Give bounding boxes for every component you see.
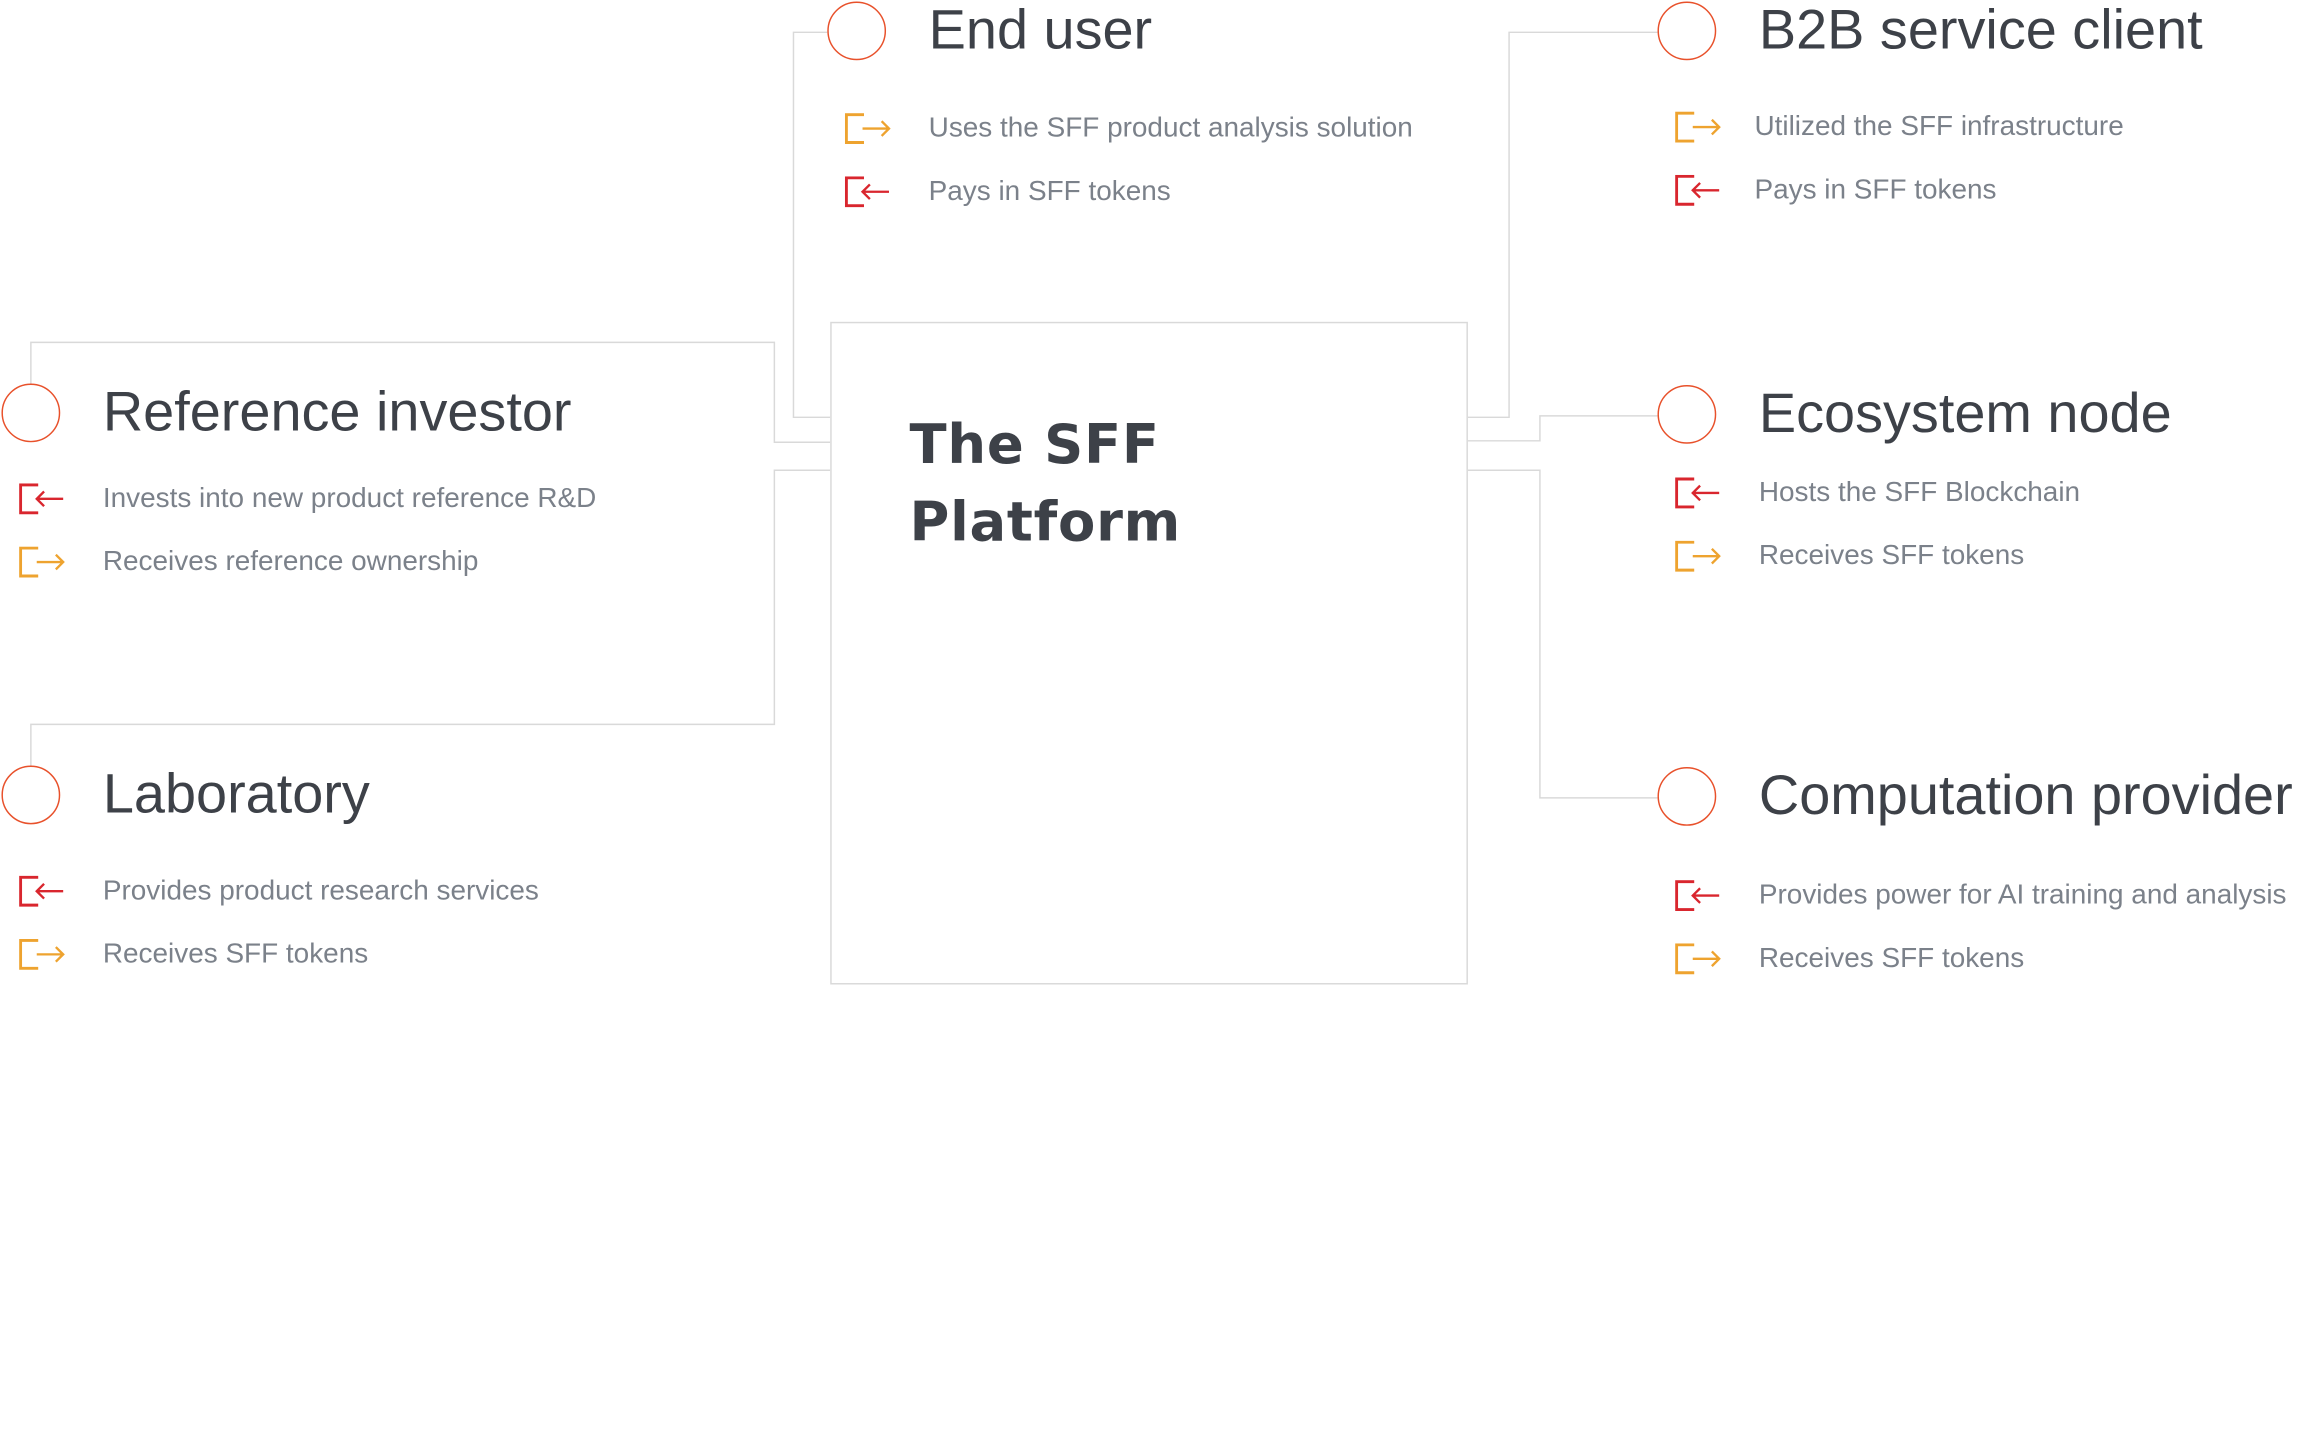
flow-text: Pays in SFF tokens <box>928 176 1171 208</box>
platform-title-line-1: The SFF <box>909 412 1160 477</box>
node-title: Reference investor <box>102 382 572 444</box>
platform-title: The SFF Platform <box>910 406 1380 562</box>
node-circle-icon <box>1657 767 1717 826</box>
node-circle-icon <box>827 1 887 61</box>
node-title: B2B service client <box>1758 0 2203 62</box>
flow-text: Receives reference ownership <box>102 546 479 578</box>
arrow-in-icon <box>1675 880 1725 912</box>
node-circle-icon <box>1 765 61 825</box>
node-circle-icon <box>1657 384 1717 444</box>
arrow-in-icon <box>19 483 69 515</box>
arrow-out-icon <box>1675 111 1725 144</box>
node-circle-icon <box>1 383 61 443</box>
flow-text: Hosts the SFF Blockchain <box>1758 477 2081 509</box>
node-title: End user <box>928 0 1153 62</box>
flow-text: Pays in SFF tokens <box>1754 174 1997 206</box>
flow-text: Provides power for AI training and analy… <box>1758 880 2287 912</box>
connector-laboratory <box>30 469 831 768</box>
arrow-out-icon <box>19 938 69 971</box>
platform-title-line-2: Platform <box>909 490 1182 554</box>
arrow-in-icon <box>844 176 895 208</box>
flow-text: Invests into new product reference R&D <box>102 483 597 515</box>
arrow-out-icon <box>1675 540 1725 573</box>
flow-text: Utilized the SFF infrastructure <box>1754 111 2124 143</box>
node-title: Ecosystem node <box>1758 383 2172 446</box>
connector-lines <box>30 31 1658 799</box>
arrow-out-icon <box>844 113 895 145</box>
arrow-in-icon <box>1675 477 1725 510</box>
flow-text: Receives SFF tokens <box>102 938 369 970</box>
node-title: Computation provider <box>1758 765 2293 828</box>
node-title: Laboratory <box>102 764 370 826</box>
arrow-in-icon <box>19 875 69 908</box>
flow-text: Provides product research services <box>102 875 539 907</box>
arrow-out-icon <box>1675 943 1725 975</box>
connector-reference-investor <box>30 341 831 444</box>
flow-text: Receives SFF tokens <box>1758 540 2025 572</box>
connector-computation-provider <box>1467 469 1658 799</box>
arrow-in-icon <box>1675 174 1725 207</box>
connector-end-user <box>792 31 831 419</box>
node-circle-icon <box>1657 1 1717 61</box>
flow-text: Uses the SFF product analysis solution <box>928 113 1413 145</box>
connector-ecosystem-node <box>1467 415 1658 442</box>
connector-b2b-client <box>1467 31 1658 419</box>
arrow-out-icon <box>19 546 69 579</box>
flow-text: Receives SFF tokens <box>1758 943 2025 975</box>
platform-box: The SFF Platform <box>830 321 1468 985</box>
